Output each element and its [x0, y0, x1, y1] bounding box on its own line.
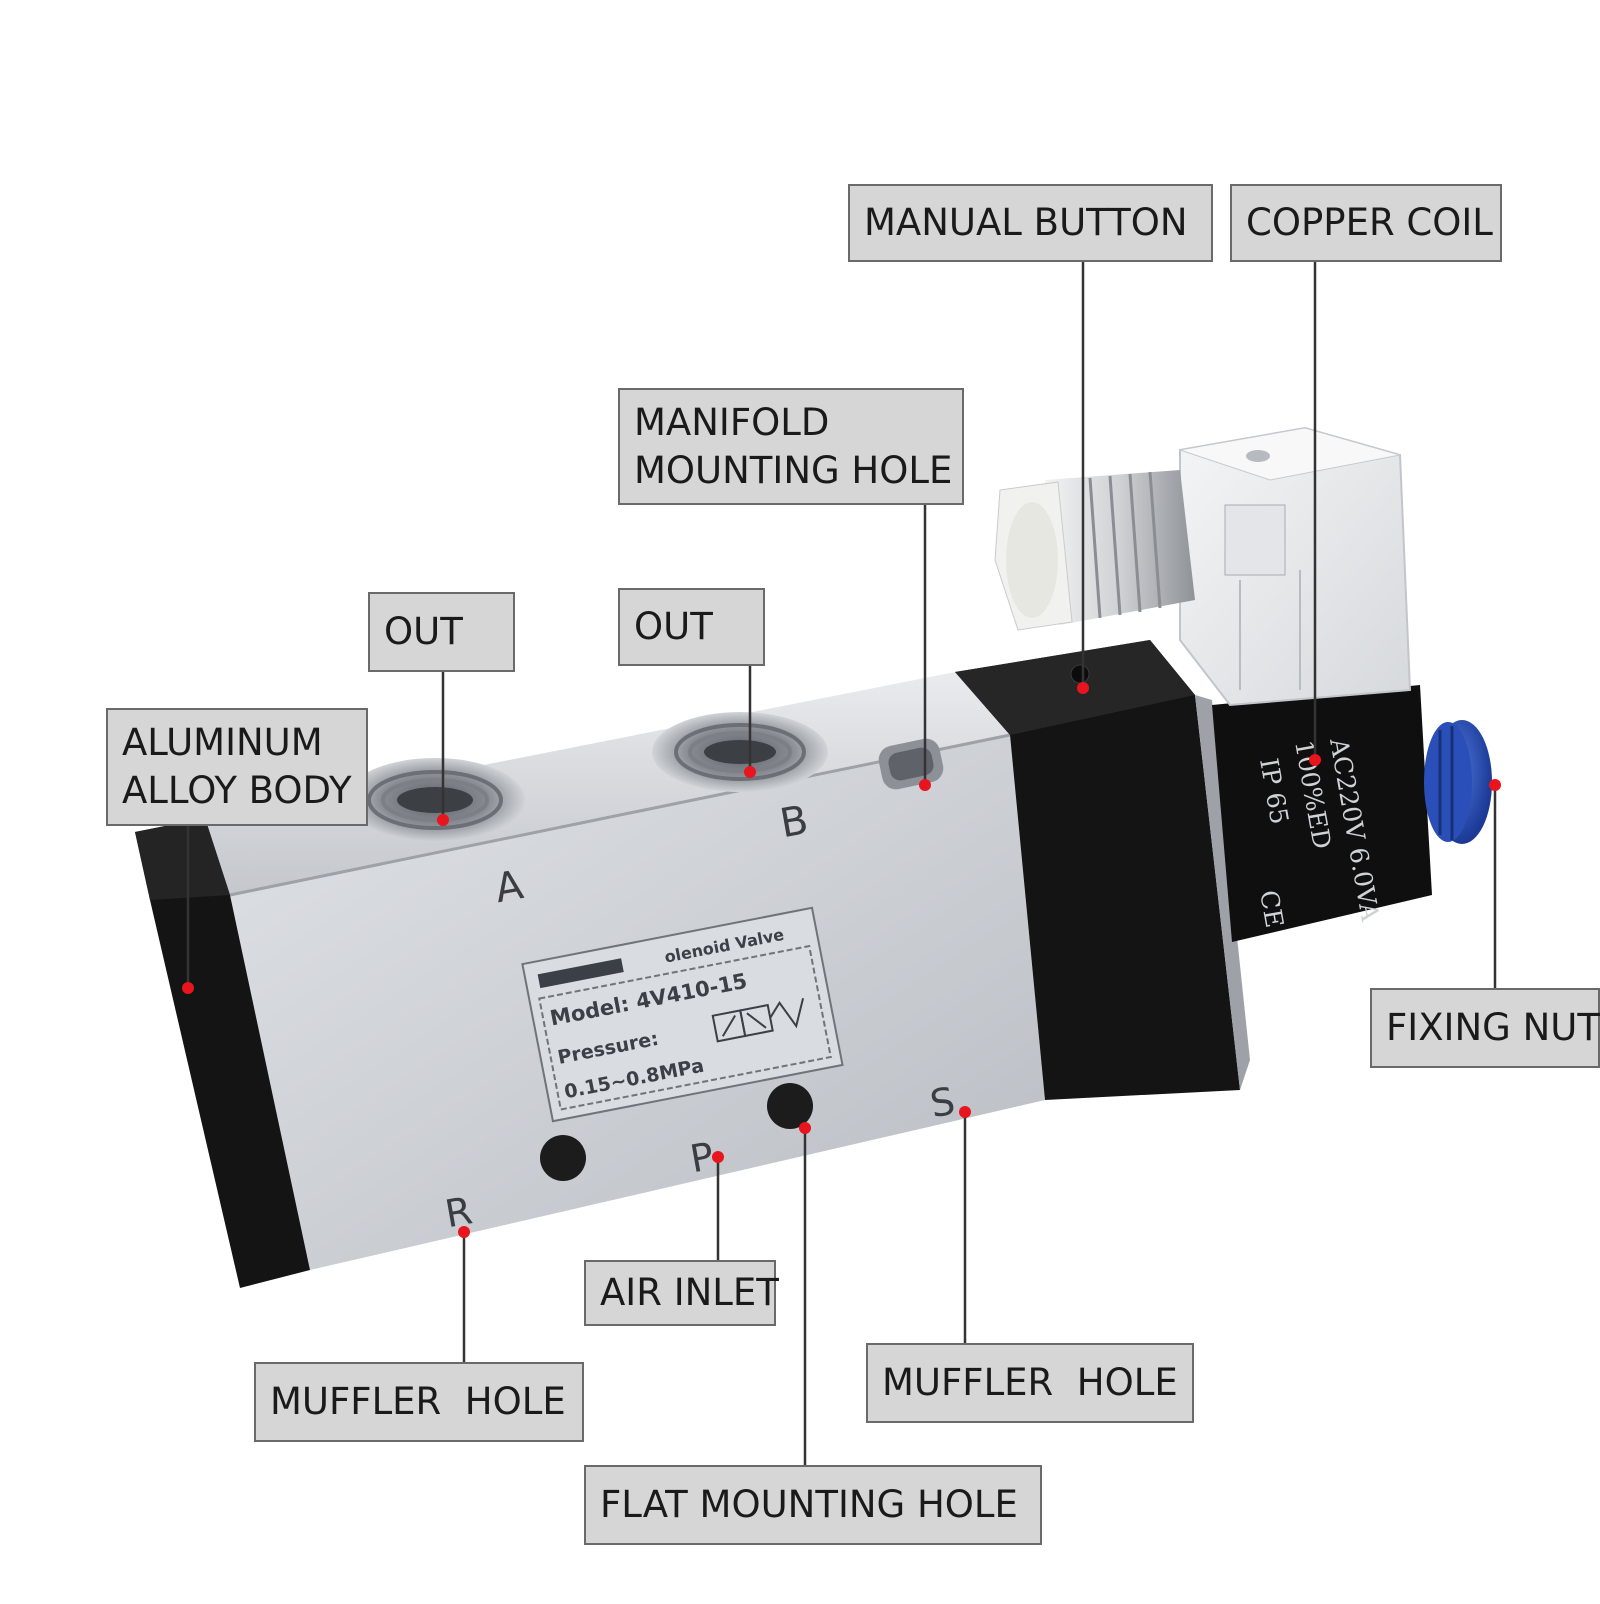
marker-manifold-hole [919, 779, 931, 791]
callout-manifold-line2: MOUNTING HOLE [634, 448, 953, 492]
callout-aluminum-alloy-body: ALUMINUM ALLOY BODY [106, 708, 368, 826]
solenoid-housing [955, 640, 1240, 1100]
flat-mounting-hole-left [540, 1135, 586, 1181]
callout-aluminum-line2: ALLOY BODY [122, 769, 352, 812]
marker-muffler-left [458, 1226, 470, 1238]
copper-coil-body [1212, 685, 1432, 942]
callout-out-a-text: OUT [384, 610, 463, 653]
callout-copper-coil-text: COPPER COIL [1246, 201, 1493, 244]
callout-aluminum-line1: ALUMINUM [122, 721, 323, 764]
callout-muffler-hole-left: MUFFLER HOLE [254, 1362, 584, 1442]
callout-manifold-mounting-hole: MANIFOLD MOUNTING HOLE [618, 388, 964, 505]
callout-muffler-hole-right: MUFFLER HOLE [866, 1343, 1194, 1423]
leader-lines [186, 262, 1497, 1465]
marker-flat-mounting [799, 1122, 811, 1134]
din-connector [1179, 426, 1412, 707]
callout-copper-coil: COPPER COIL [1230, 184, 1502, 262]
port-a-hole [345, 758, 525, 842]
callout-manual-button-text: MANUAL BUTTON [864, 201, 1188, 244]
coil-ce: CE [1254, 888, 1289, 930]
flat-mounting-hole-right [767, 1083, 813, 1129]
callout-out-a: OUT [368, 592, 515, 672]
callout-out-b: OUT [618, 588, 765, 666]
callout-muffler-left-text: MUFFLER HOLE [270, 1380, 566, 1423]
marker-dots [182, 682, 1501, 1238]
callout-flat-mounting-hole: FLAT MOUNTING HOLE [584, 1465, 1042, 1545]
marker-out-a [437, 814, 449, 826]
marker-fixing-nut [1489, 779, 1501, 791]
callout-flat-mounting-text: FLAT MOUNTING HOLE [600, 1483, 1018, 1526]
marker-muffler-right [959, 1106, 971, 1118]
nameplate: olenoid Valve Model: 4V410-15 Pressure: … [521, 906, 844, 1123]
callout-fixing-nut: FIXING NUT [1370, 988, 1600, 1068]
callout-manifold-line1: MANIFOLD [634, 400, 830, 444]
callout-fixing-nut-text: FIXING NUT [1386, 1006, 1600, 1049]
callout-air-inlet-text: AIR INLET [600, 1271, 779, 1314]
valve-symbol-icon [711, 997, 805, 1043]
manual-button-hole [1070, 664, 1090, 684]
callout-air-inlet: AIR INLET [584, 1260, 779, 1326]
marker-out-b [744, 766, 756, 778]
marker-air-inlet [712, 1151, 724, 1163]
callout-out-b-text: OUT [634, 605, 713, 648]
marker-manual-button [1077, 682, 1089, 694]
fixing-nut [1424, 720, 1492, 844]
callout-manual-button: MANUAL BUTTON [848, 184, 1213, 262]
callout-muffler-right-text: MUFFLER HOLE [882, 1361, 1178, 1404]
port-b-hole [652, 712, 828, 792]
housing-plate [1195, 695, 1250, 1090]
marker-aluminum-body [182, 982, 194, 994]
manifold-slot [878, 738, 944, 790]
left-end-cap [135, 818, 310, 1288]
cable-gland [994, 470, 1195, 631]
marker-copper-coil [1309, 754, 1321, 766]
